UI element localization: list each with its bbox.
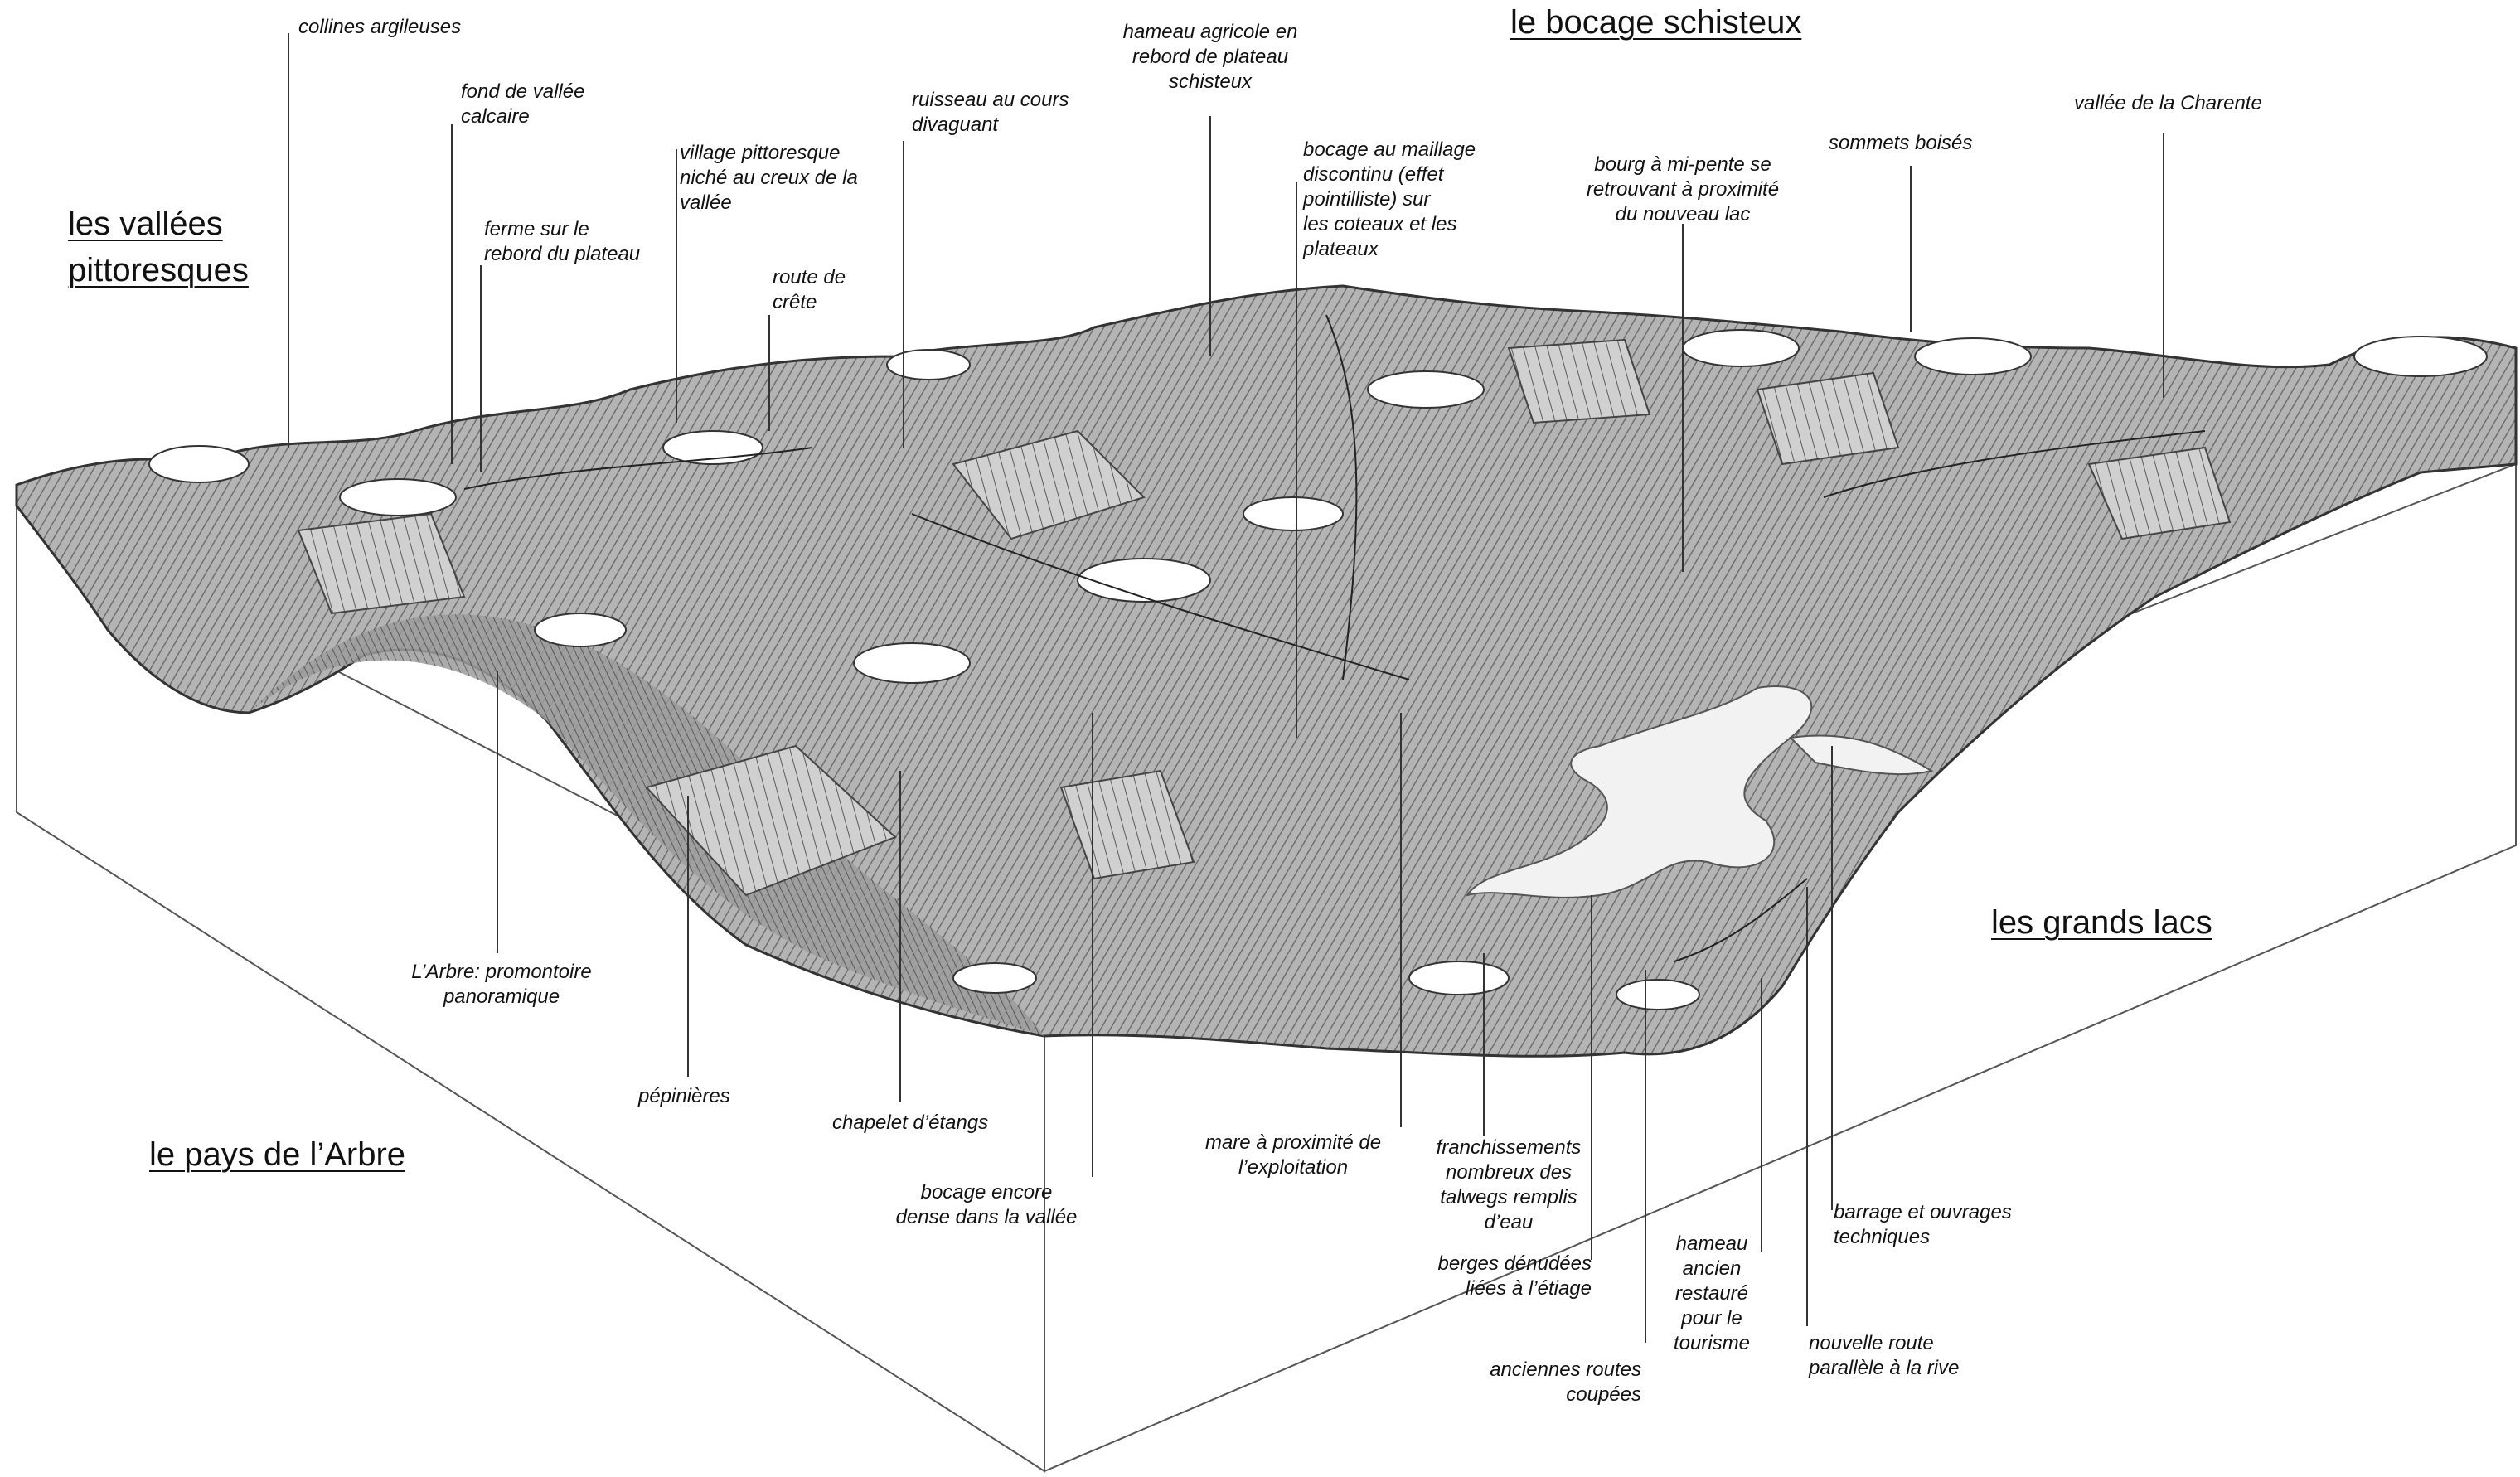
label-barrage: barrage et ouvrages techniques — [1834, 1200, 2012, 1250]
label-ruisseau: ruisseau au cours divaguant — [912, 88, 1069, 138]
label-franchissements: franchissements nombreux des talwegs rem… — [1409, 1136, 1608, 1235]
label-sommets-boises: sommets boisés — [1829, 131, 1972, 156]
label-fond-de-vallee: fond de vallée calcaire — [461, 80, 584, 129]
label-mare: mare à proximité de l’exploitation — [1185, 1131, 1401, 1180]
label-bocage-dense: bocage encore dense dans la vallée — [870, 1180, 1102, 1230]
label-collines-argileuses: collines argileuses — [298, 15, 461, 40]
label-anciennes-routes: anciennes routes coupées — [1442, 1358, 1641, 1407]
label-nouvelle-route: nouvelle route parallèle à la rive — [1809, 1331, 1959, 1381]
label-hameau-agricole: hameau agricole en rebord de plateau sch… — [1094, 20, 1326, 94]
region-title-arbre: le pays de l’Arbre — [149, 1134, 405, 1175]
label-hameau-ancien: hameau ancien restauré pour le tourisme — [1666, 1232, 1757, 1356]
label-route-de-crete: route de crête — [773, 265, 846, 315]
region-title-vallees: les vallées pittoresques — [68, 201, 249, 293]
label-pepinieres: pépinières — [638, 1084, 730, 1109]
label-village-pittoresque: village pittoresque niché au creux de la… — [680, 141, 858, 215]
label-bocage-maillage: bocage au maillage discontinu (effet poi… — [1303, 138, 1476, 262]
label-promontoire: L’Arbre: promontoire panoramique — [381, 960, 622, 1010]
label-vallee-charente: vallée de la Charente — [2074, 91, 2262, 116]
region-title-lacs: les grands lacs — [1991, 902, 2212, 943]
label-ferme-rebord: ferme sur le rebord du plateau — [484, 217, 640, 267]
region-title-bocage: le bocage schisteux — [1510, 2, 1801, 43]
label-bourg: bourg à mi-pente se retrouvant à proximi… — [1525, 153, 1840, 227]
label-berges-denudees: berges dénudées liées à l’étiage — [1401, 1252, 1592, 1301]
label-chapelet-etangs: chapelet d’étangs — [832, 1111, 988, 1136]
